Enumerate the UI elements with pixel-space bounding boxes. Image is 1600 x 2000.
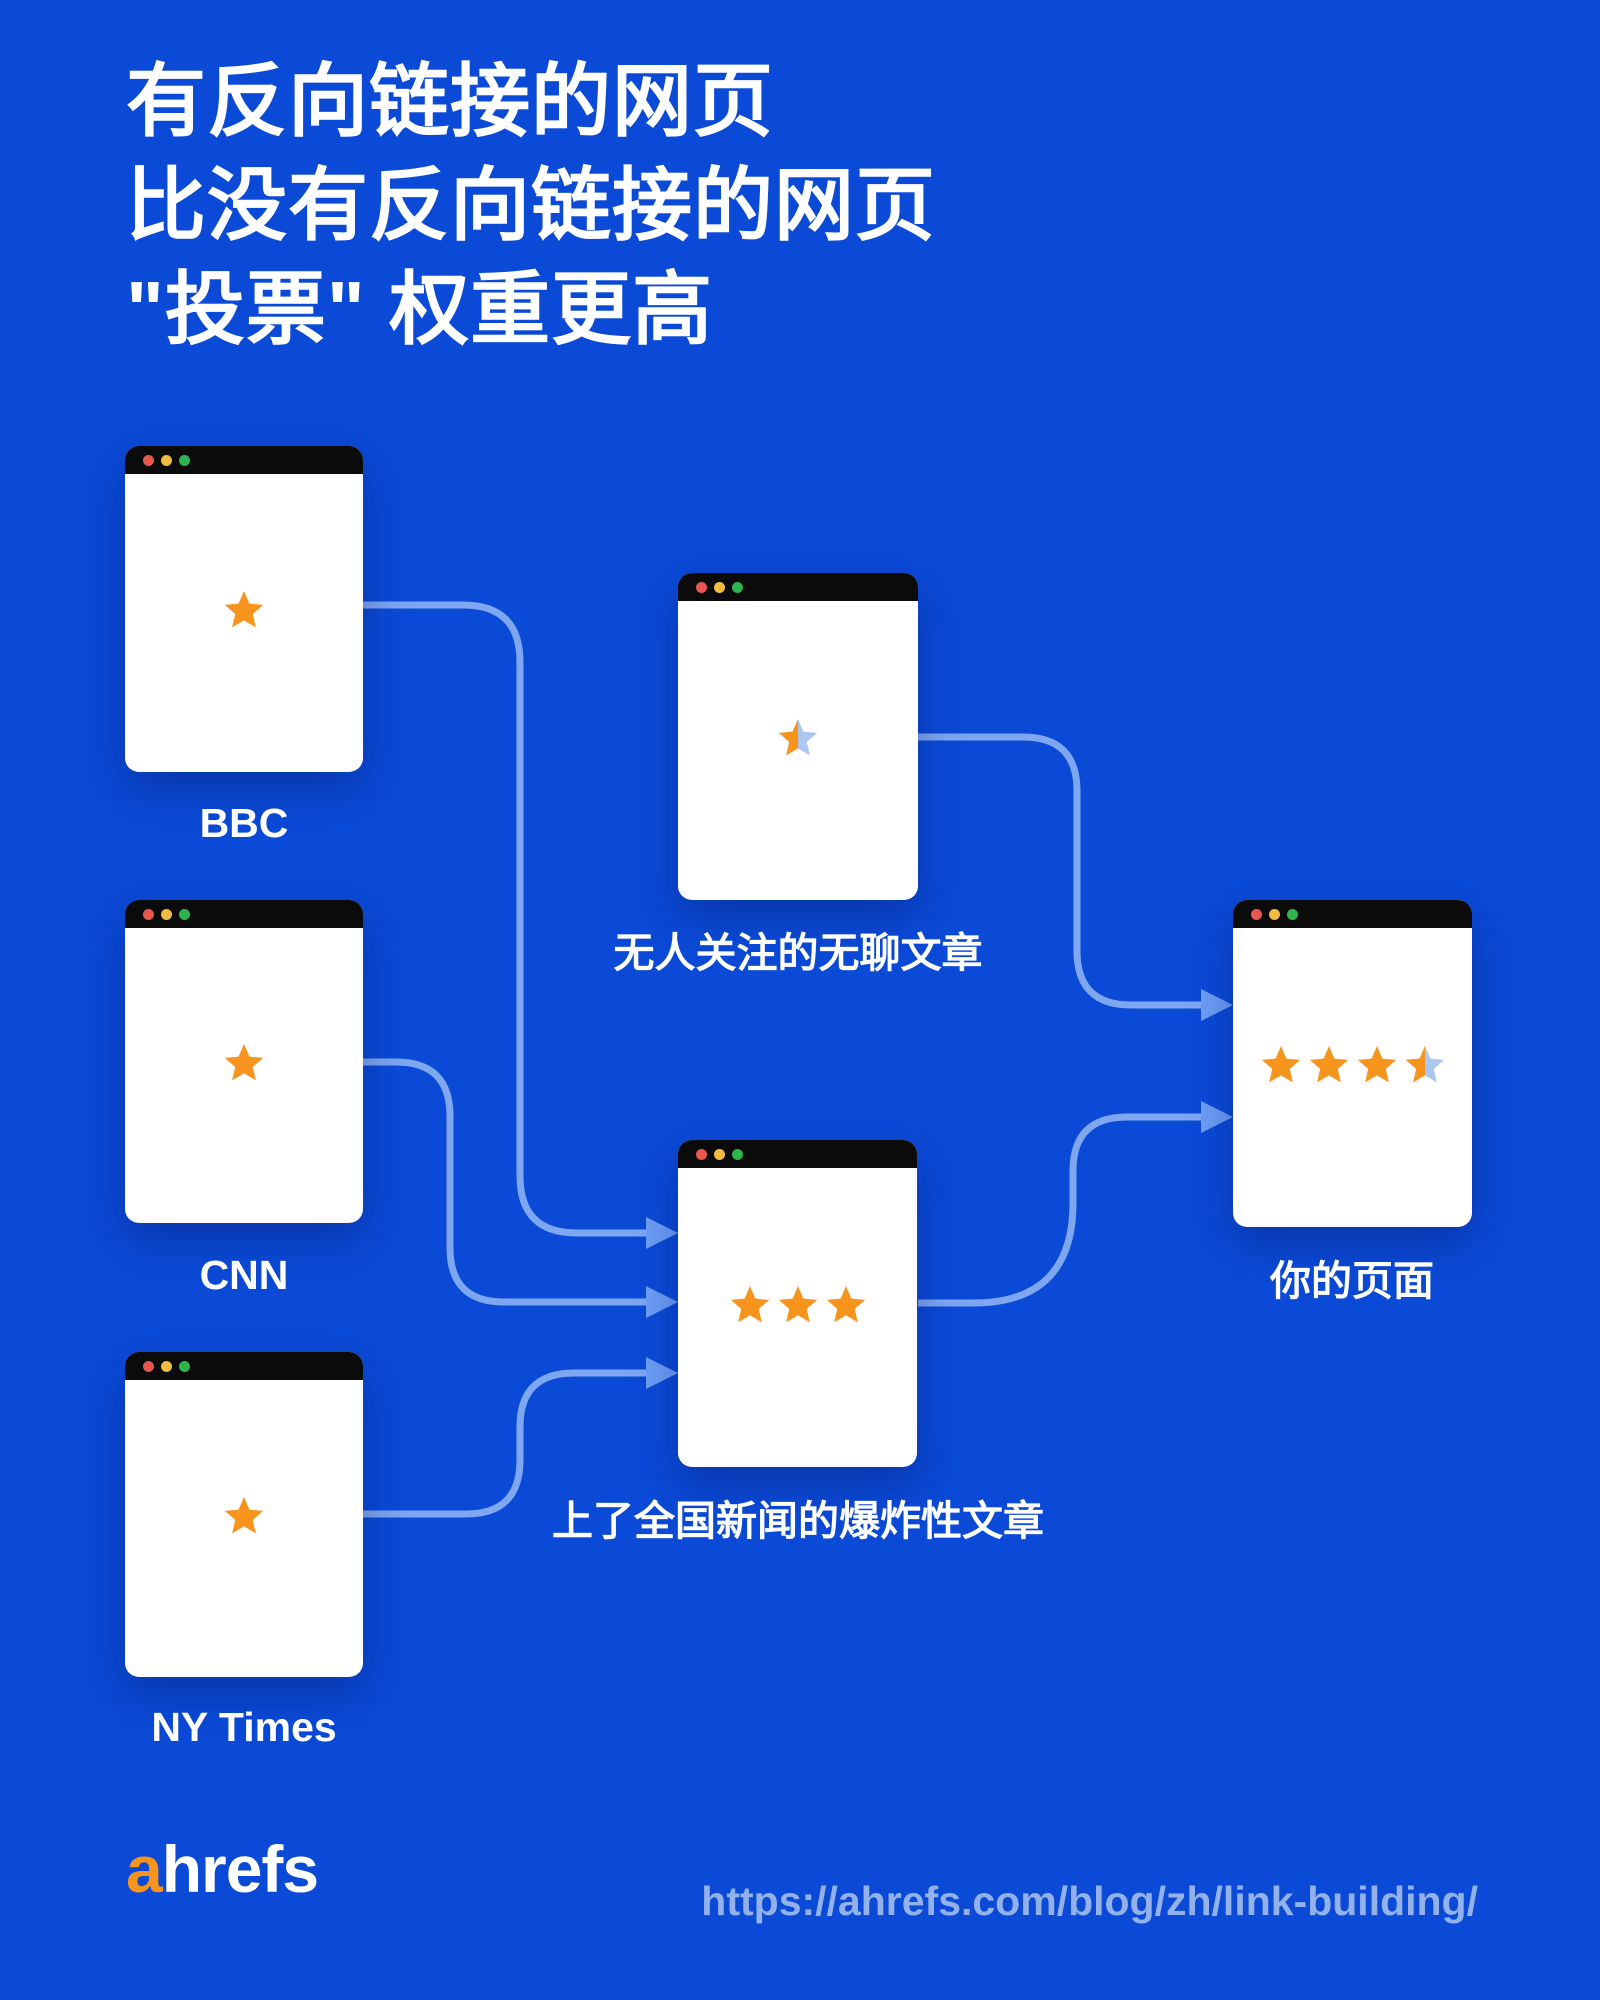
close-dot-icon — [143, 454, 154, 466]
star-icon — [224, 590, 264, 628]
star-icon — [826, 1285, 865, 1322]
browser-window-nytimes — [125, 1352, 363, 1677]
titlebar — [125, 1352, 363, 1380]
close-dot-icon — [696, 1148, 707, 1160]
zoom-dot-icon — [1287, 908, 1298, 920]
logo-letters-hrefs: hrefs — [161, 1832, 319, 1906]
connector-cnn-to-viral — [363, 1058, 646, 1306]
minimize-dot-icon — [1269, 908, 1280, 920]
half-star-icon — [1405, 1045, 1444, 1082]
star-icon — [730, 1285, 769, 1322]
arrowhead-icon — [646, 1357, 678, 1389]
zoom-dot-icon — [732, 1148, 743, 1160]
titlebar — [678, 1140, 917, 1168]
zoom-dot-icon — [732, 581, 743, 593]
close-dot-icon — [143, 908, 154, 920]
window-label-boring-article: 无人关注的无聊文章 — [613, 930, 983, 976]
close-dot-icon — [1251, 908, 1262, 920]
titlebar — [125, 900, 363, 928]
connector-bbc-to-viral — [363, 601, 646, 1237]
zoom-dot-icon — [179, 908, 190, 920]
window-label-viral-article: 上了全国新闻的爆炸性文章 — [552, 1498, 1044, 1544]
arrowhead-icon — [1201, 1101, 1233, 1133]
minimize-dot-icon — [161, 454, 172, 466]
minimize-dot-icon — [714, 1148, 725, 1160]
window-label-your-page: 你的页面 — [1270, 1258, 1434, 1304]
star-rating — [678, 573, 918, 900]
star-icon — [224, 1496, 264, 1533]
title-line-2: 比没有反向链接的网页 — [126, 161, 936, 250]
star-icon — [1309, 1045, 1348, 1082]
browser-window-bbc — [125, 446, 363, 772]
star-rating — [678, 1140, 917, 1467]
arrowhead-icon — [646, 1217, 678, 1249]
window-label-cnn: CNN — [199, 1252, 289, 1298]
star-icon — [1357, 1045, 1396, 1082]
logo-letter-a: a — [126, 1832, 163, 1906]
star-icon — [224, 1043, 264, 1080]
connector-viral-to-yourpage — [918, 1113, 1201, 1307]
connector-nytimes-to-viral — [363, 1369, 646, 1518]
titlebar — [1233, 900, 1472, 928]
arrowhead-icon — [646, 1286, 678, 1318]
browser-window-your-page — [1233, 900, 1472, 1227]
ahrefs-logo: ahrefs — [126, 1836, 319, 1902]
browser-window-viral-article — [678, 1140, 917, 1467]
source-url-link[interactable]: https://ahrefs.com/blog/zh/link-building… — [701, 1878, 1478, 1924]
star-rating — [1233, 900, 1472, 1227]
minimize-dot-icon — [161, 908, 172, 920]
minimize-dot-icon — [714, 581, 725, 593]
titlebar — [678, 573, 918, 601]
arrowhead-icon — [1201, 989, 1233, 1021]
close-dot-icon — [696, 581, 707, 593]
half-star-icon — [778, 718, 818, 755]
browser-window-cnn — [125, 900, 363, 1223]
title-line-1: 有反向链接的网页 — [126, 57, 774, 146]
browser-window-boring-article — [678, 573, 918, 900]
titlebar — [125, 446, 363, 474]
star-icon — [1261, 1045, 1300, 1082]
star-icon — [778, 1285, 817, 1322]
star-rating — [125, 446, 363, 772]
page-title: 有反向链接的网页比没有反向链接的网页 "投票" 权重更高 — [126, 50, 936, 362]
zoom-dot-icon — [179, 1360, 190, 1372]
window-label-bbc: BBC — [199, 800, 289, 846]
title-line-3: "投票" 权重更高 — [126, 265, 714, 354]
star-rating — [125, 900, 363, 1223]
zoom-dot-icon — [179, 454, 190, 466]
minimize-dot-icon — [161, 1360, 172, 1372]
window-label-nytimes: NY Times — [151, 1704, 337, 1750]
close-dot-icon — [143, 1360, 154, 1372]
star-rating — [125, 1352, 363, 1677]
